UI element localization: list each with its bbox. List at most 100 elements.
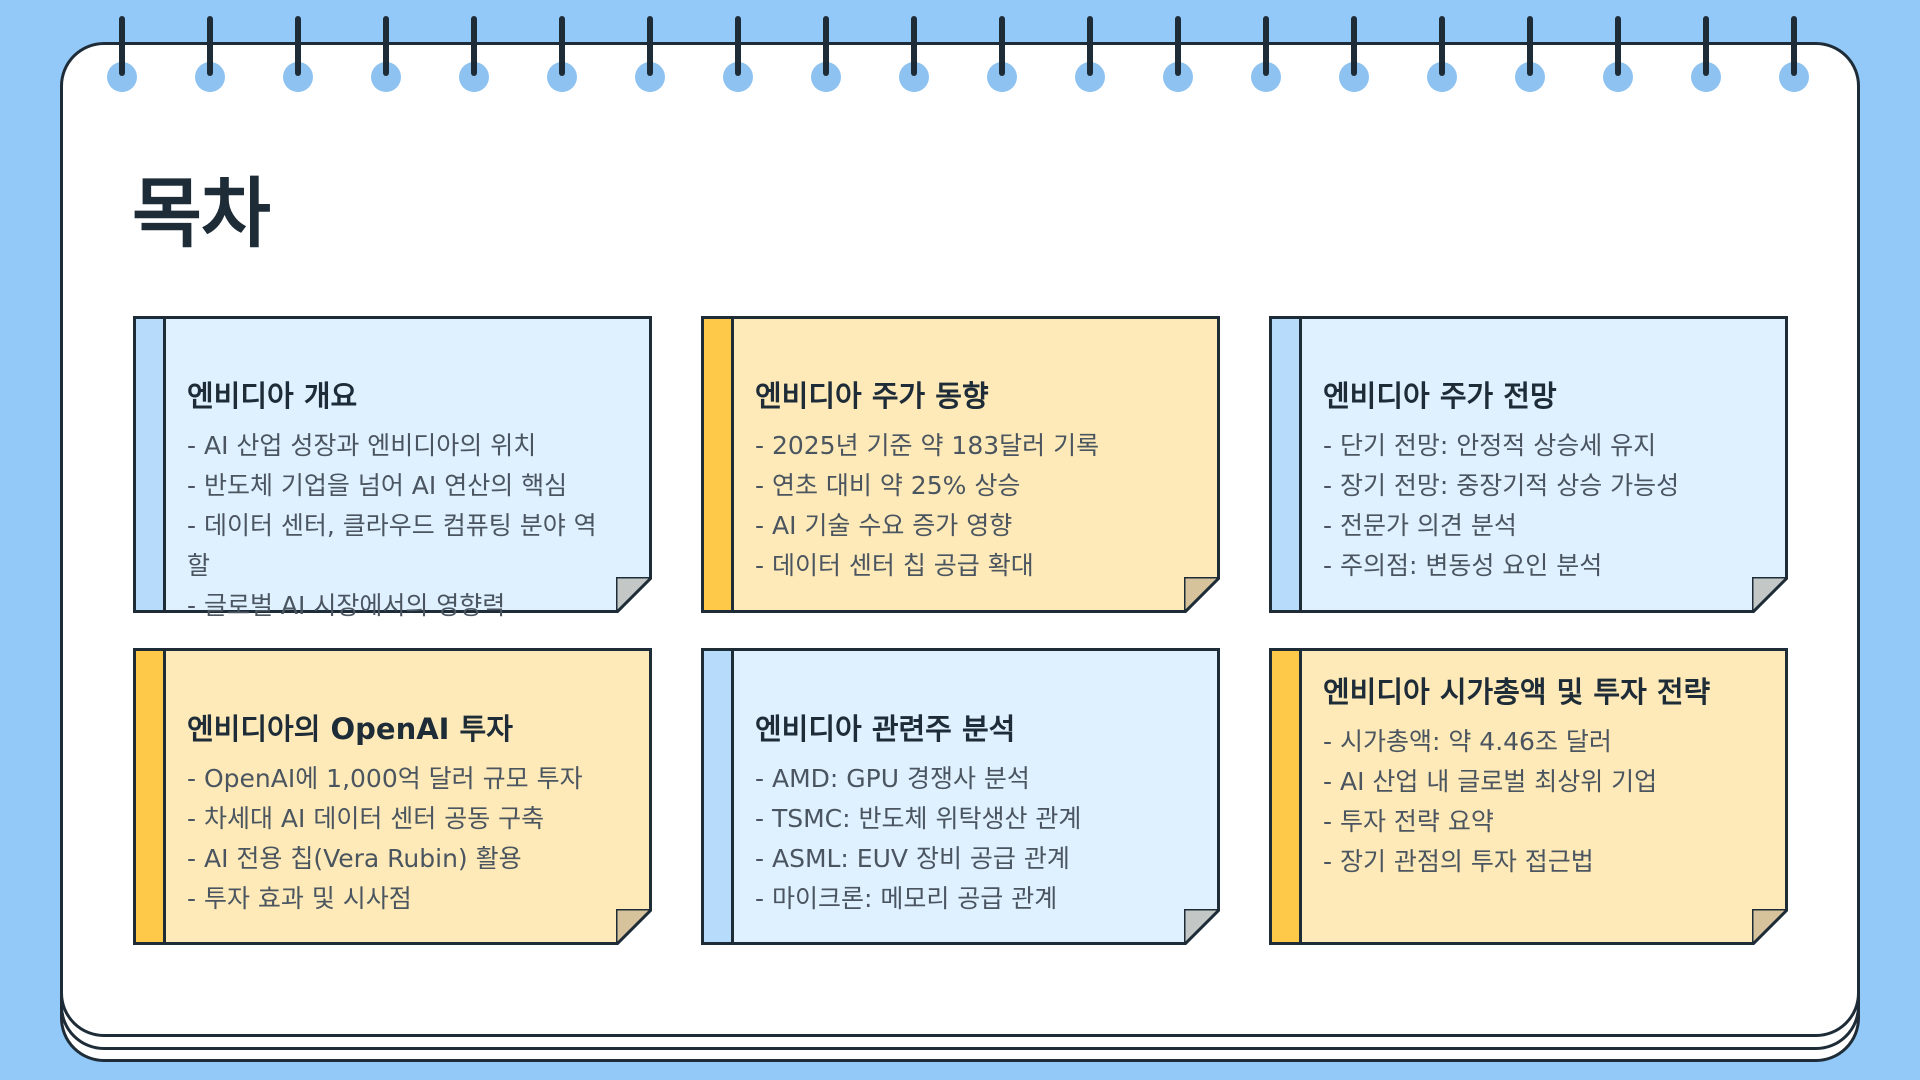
list-item: - AI 산업 내 글로벌 최상위 기업 bbox=[1323, 767, 1658, 796]
binding-wire bbox=[383, 16, 389, 76]
binding-wire bbox=[1791, 16, 1797, 76]
list-item: - ASML: EUV 장비 공급 관계 bbox=[755, 844, 1070, 873]
page-title: 목차 bbox=[132, 169, 271, 258]
section-list: - 단기 전망: 안정적 상승세 유지 - 장기 전망: 중장기적 상승 가능성… bbox=[1323, 426, 1738, 586]
section-card-stock-trend bbox=[701, 316, 1220, 613]
binding-wire bbox=[1527, 16, 1533, 76]
binding-wire bbox=[1351, 16, 1357, 76]
section-title: 엔비디아 개요 bbox=[187, 379, 358, 413]
list-item: - 장기 전망: 중장기적 상승 가능성 bbox=[1323, 471, 1680, 500]
binding-wire bbox=[911, 16, 917, 76]
section-title: 엔비디아 주가 전망 bbox=[1323, 379, 1557, 413]
binding-ring-icon bbox=[1603, 16, 1633, 92]
binding-wire bbox=[1175, 16, 1181, 76]
list-item: - AI 산업 성장과 엔비디아의 위치 bbox=[187, 431, 537, 460]
list-item: - 주의점: 변동성 요인 분석 bbox=[1323, 551, 1603, 580]
section-title: 엔비디아 시가총액 및 투자 전략 bbox=[1323, 675, 1711, 709]
list-item: - OpenAI에 1,000억 달러 규모 투자 bbox=[187, 764, 583, 793]
section-content: 엔비디아 개요 - AI 산업 성장과 엔비디아의 위치 - 반도체 기업을 넘… bbox=[187, 378, 602, 626]
binding-wire bbox=[823, 16, 829, 76]
section-title: 엔비디아 관련주 분석 bbox=[755, 712, 1016, 746]
binding-wire bbox=[119, 16, 125, 76]
list-item: - AI 전용 칩(Vera Rubin) 활용 bbox=[187, 844, 522, 873]
section-list: - AMD: GPU 경쟁사 분석 - TSMC: 반도체 위탁생산 관계 - … bbox=[755, 759, 1170, 919]
section-list: - 시가총액: 약 4.46조 달러 - AI 산업 내 글로벌 최상위 기업 … bbox=[1323, 722, 1738, 882]
page-curl-icon bbox=[616, 909, 652, 945]
binding-ring-icon bbox=[371, 16, 401, 92]
binding-wire bbox=[1615, 16, 1621, 76]
binding-ring-icon bbox=[1163, 16, 1193, 92]
binding-ring-icon bbox=[1075, 16, 1105, 92]
list-item: - 차세대 AI 데이터 센터 공동 구축 bbox=[187, 804, 545, 833]
list-item: - 데이터 센터, 클라우드 컴퓨팅 분야 역할 bbox=[187, 511, 597, 580]
page-curl-icon bbox=[1184, 577, 1220, 613]
section-card-overview bbox=[133, 316, 652, 613]
card-accent-stripe bbox=[1272, 651, 1302, 942]
binding-wire bbox=[207, 16, 213, 76]
section-title: 엔비디아의 OpenAI 투자 bbox=[187, 712, 513, 746]
list-item: - 반도체 기업을 넘어 AI 연산의 핵심 bbox=[187, 471, 568, 500]
section-card-stock-outlook bbox=[1269, 316, 1788, 613]
binding-ring-icon bbox=[459, 16, 489, 92]
binding-wire bbox=[559, 16, 565, 76]
binding-wire bbox=[1087, 16, 1093, 76]
section-card-related-stocks bbox=[701, 648, 1220, 945]
page-curl-icon bbox=[1752, 909, 1788, 945]
binding-ring-icon bbox=[1691, 16, 1721, 92]
binding-wire bbox=[999, 16, 1005, 76]
page-curl-icon bbox=[616, 577, 652, 613]
binding-ring-icon bbox=[1427, 16, 1457, 92]
list-item: - 투자 전략 요약 bbox=[1323, 807, 1494, 836]
card-accent-stripe bbox=[704, 651, 734, 942]
binding-ring-icon bbox=[723, 16, 753, 92]
card-accent-stripe bbox=[1272, 319, 1302, 610]
section-title: 엔비디아 주가 동향 bbox=[755, 379, 989, 413]
page-curl-icon bbox=[1184, 909, 1220, 945]
list-item: - 마이크론: 메모리 공급 관계 bbox=[755, 884, 1058, 913]
binding-ring-icon bbox=[547, 16, 577, 92]
list-item: - AMD: GPU 경쟁사 분석 bbox=[755, 764, 1030, 793]
list-item: - TSMC: 반도체 위탁생산 관계 bbox=[755, 804, 1082, 833]
section-card-openai-investment bbox=[133, 648, 652, 945]
section-content: 엔비디아 주가 전망 - 단기 전망: 안정적 상승세 유지 - 장기 전망: … bbox=[1323, 378, 1738, 586]
binding-ring-icon bbox=[195, 16, 225, 92]
binding-ring-icon bbox=[107, 16, 137, 92]
binding-ring-icon bbox=[283, 16, 313, 92]
card-accent-stripe bbox=[704, 319, 734, 610]
binding-wire bbox=[1439, 16, 1445, 76]
list-item: - 단기 전망: 안정적 상승세 유지 bbox=[1323, 431, 1657, 460]
list-item: - 데이터 센터 칩 공급 확대 bbox=[755, 551, 1034, 580]
section-list: - AI 산업 성장과 엔비디아의 위치 - 반도체 기업을 넘어 AI 연산의… bbox=[187, 426, 602, 626]
binding-wire bbox=[1263, 16, 1269, 76]
list-item: - 2025년 기준 약 183달러 기록 bbox=[755, 431, 1100, 460]
binding-ring-icon bbox=[899, 16, 929, 92]
binding-ring-icon bbox=[635, 16, 665, 92]
binding-wire bbox=[471, 16, 477, 76]
section-content: 엔비디아 관련주 분석 - AMD: GPU 경쟁사 분석 - TSMC: 반도… bbox=[755, 711, 1170, 919]
binding-ring-icon bbox=[811, 16, 841, 92]
list-item: - 장기 관점의 투자 접근법 bbox=[1323, 847, 1594, 876]
section-content: 엔비디아 시가총액 및 투자 전략 - 시가총액: 약 4.46조 달러 - A… bbox=[1323, 674, 1738, 882]
binding-wire bbox=[295, 16, 301, 76]
section-content: 엔비디아 주가 동향 - 2025년 기준 약 183달러 기록 - 연초 대비… bbox=[755, 378, 1170, 586]
list-item: - AI 기술 수요 증가 영향 bbox=[755, 511, 1013, 540]
binding-wire bbox=[1703, 16, 1709, 76]
binding-wire bbox=[735, 16, 741, 76]
page-curl-icon bbox=[1752, 577, 1788, 613]
list-item: - 전문가 의견 분석 bbox=[1323, 511, 1517, 540]
list-item: - 시가총액: 약 4.46조 달러 bbox=[1323, 727, 1612, 756]
card-accent-stripe bbox=[136, 319, 166, 610]
binding-ring-icon bbox=[1779, 16, 1809, 92]
binding-wire bbox=[647, 16, 653, 76]
binding-ring-icon bbox=[1251, 16, 1281, 92]
section-content: 엔비디아의 OpenAI 투자 - OpenAI에 1,000억 달러 규모 투… bbox=[187, 711, 602, 919]
binding-ring-icon bbox=[987, 16, 1017, 92]
list-item: - 투자 효과 및 시사점 bbox=[187, 884, 412, 913]
binding-ring-icon bbox=[1339, 16, 1369, 92]
binding-ring-icon bbox=[1515, 16, 1545, 92]
section-card-market-cap-strategy bbox=[1269, 648, 1788, 945]
section-list: - 2025년 기준 약 183달러 기록 - 연초 대비 약 25% 상승 -… bbox=[755, 426, 1170, 586]
list-item: - 글로벌 AI 시장에서의 영향력 bbox=[187, 591, 506, 620]
list-item: - 연초 대비 약 25% 상승 bbox=[755, 471, 1021, 500]
card-accent-stripe bbox=[136, 651, 166, 942]
